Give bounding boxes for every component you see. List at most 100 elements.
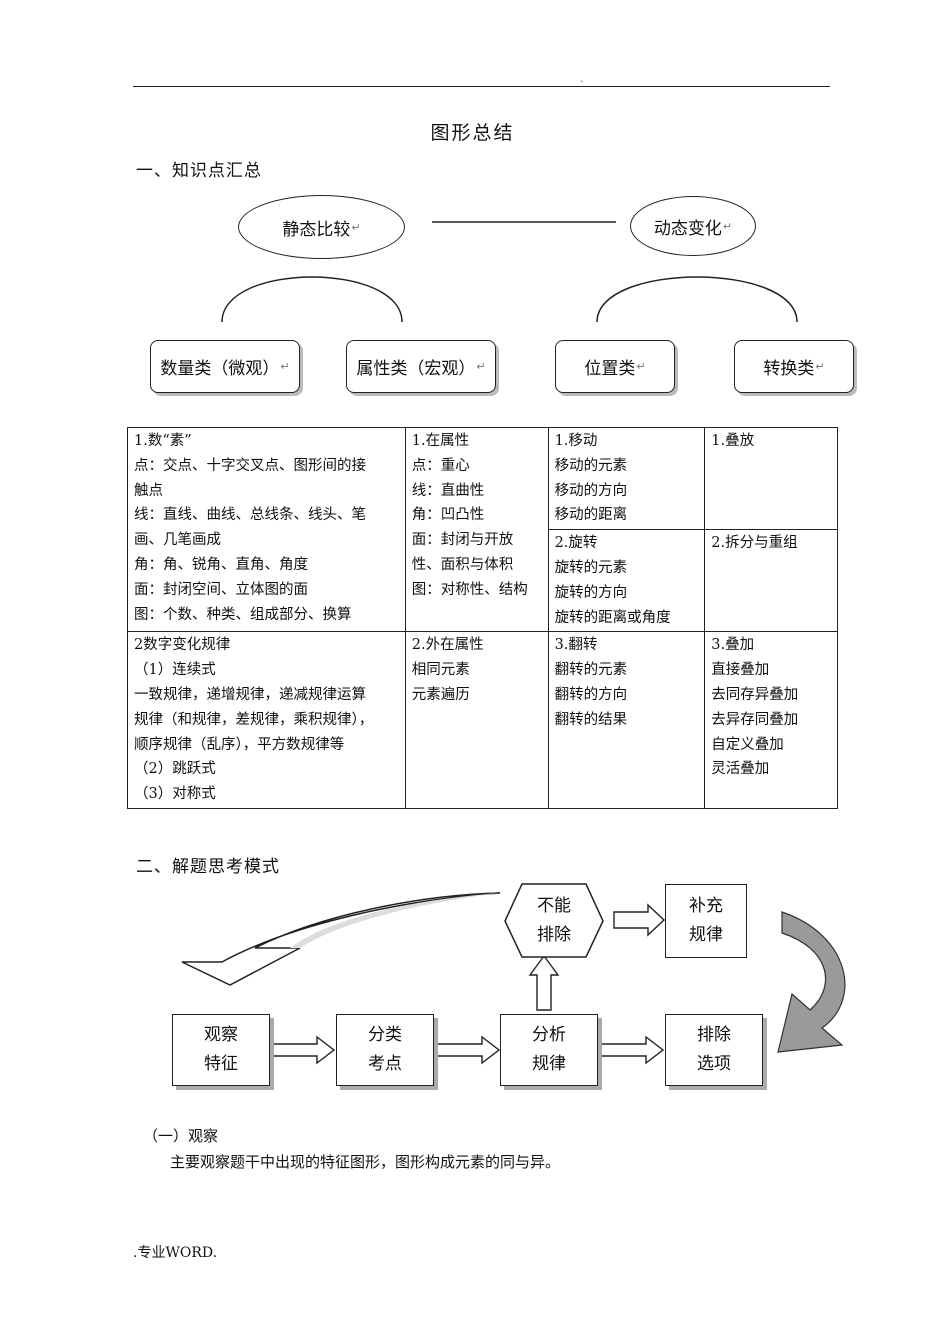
flow-node-line: 排除: [537, 924, 571, 945]
cell-line: 1.叠放: [711, 433, 755, 449]
cell-line: 旋转的距离或角度: [554, 609, 671, 626]
node-convert: 转换类↵: [734, 340, 854, 393]
flow-node-analyze: 分析 规律: [500, 1014, 598, 1086]
flow-node-line: 特征: [204, 1054, 238, 1074]
cell-line: 图：个数、种类、组成部分、换算: [134, 606, 352, 623]
return-mark-icon: ↵: [636, 360, 646, 373]
return-mark-icon: ↵: [476, 360, 486, 373]
cell-line: 触点: [134, 482, 163, 499]
cell-line: 1.数“素”: [134, 433, 192, 449]
cell-line: 翻转的结果: [554, 711, 628, 728]
node-attribute-label: 属性类（宏观）: [356, 359, 476, 379]
tree-connectors: [221, 221, 798, 323]
cell-flip: 3.翻转 翻转的元素 翻转的方向 翻转的结果: [547, 631, 706, 809]
subheading-observe: （一）观察: [143, 1127, 219, 1145]
node-position-label: 位置类: [584, 359, 636, 379]
cell-overlay: 3.叠加 直接叠加 去同存异叠加 去异存同叠加 自定义叠加 灵活叠加: [704, 631, 838, 809]
node-position: 位置类↵: [555, 340, 675, 393]
cell-line: 2.拆分与重组: [711, 535, 798, 552]
cell-line: 线：直线、曲线、总线条、线头、笔: [134, 507, 366, 524]
cell-line: 线：直曲性: [411, 482, 485, 499]
node-attribute: 属性类（宏观）↵: [346, 340, 496, 393]
curved-down-arrow-icon: [777, 911, 846, 1053]
cell-number-rules: 2数字变化规律 （1）连续式 一致规律，递增规律，递减规律运算 规律（和规律，差…: [127, 631, 406, 809]
flow-node-line: 补充: [689, 896, 723, 916]
cell-line: 2.外在属性: [411, 637, 484, 654]
cell-line: 去异存同叠加: [711, 711, 799, 728]
curved-arrow-shade: [290, 893, 500, 948]
right-arrow-icon: [597, 1035, 665, 1065]
flow-node-classify: 分类 考点: [336, 1014, 434, 1086]
flow-node-line: 规律: [689, 925, 723, 945]
node-static-label: 静态比较: [282, 219, 351, 240]
cell-quantity-elements: 1.数“素” 点：交点、十字交叉点、图形间的接 触点 线：直线、曲线、总线条、线…: [127, 426, 406, 633]
cell-line: 面：封闭与开放: [411, 532, 514, 549]
flow-arrows: [181, 883, 846, 1065]
cell-line: 直接叠加: [711, 662, 770, 679]
static-branch-arc: [221, 276, 403, 323]
cell-line: 画、几笔画成: [134, 532, 221, 549]
node-dynamic-change: 动态变化↵: [630, 196, 756, 256]
cell-line: 相同元素: [411, 662, 470, 679]
flow-node-line: 考点: [368, 1054, 402, 1074]
cell-line: 元素遍历: [411, 686, 470, 703]
cell-line: 灵活叠加: [711, 761, 770, 778]
knowledge-table: 1.数“素” 点：交点、十字交叉点、图形间的接 触点 线：直线、曲线、总线条、线…: [127, 426, 838, 809]
cell-line: 旋转的元素: [554, 559, 628, 576]
cell-intrinsic-attributes: 1.在属性 点：重心 线：直曲性 角：凹凸性 面：封闭与开放 性、面积与体积 图…: [404, 426, 549, 633]
dynamic-branch-arc: [596, 276, 798, 323]
node-quantity: 数量类（微观）↵: [150, 340, 300, 393]
return-mark-icon: ↵: [722, 219, 733, 233]
node-convert-label: 转换类: [763, 359, 815, 379]
cell-line: 点：重心: [411, 457, 470, 474]
cell-line: 1.在属性: [411, 433, 470, 449]
flow-node-line: 选项: [697, 1054, 731, 1074]
cell-line: 规律（和规律，差规律，乘积规律），: [134, 711, 374, 728]
flow-node-line: 排除: [697, 1025, 731, 1045]
return-mark-icon: ↵: [815, 360, 825, 373]
cell-stack: 1.叠放: [704, 426, 838, 531]
cell-line: 2数字变化规律: [134, 637, 231, 654]
cell-line: （1）连续式: [134, 662, 216, 679]
right-arrow-icon: [613, 903, 666, 937]
header-rule: [133, 86, 830, 87]
cell-split-recombine: 2.拆分与重组: [704, 529, 838, 633]
cell-rotate: 2.旋转 旋转的元素 旋转的方向 旋转的距离或角度: [547, 529, 706, 633]
cell-line: （2）跳跃式: [134, 761, 216, 778]
cell-line: 去同存异叠加: [711, 686, 799, 703]
cell-line: 面：封闭空间、立体图的面: [134, 581, 308, 598]
node-static-compare: 静态比较↵: [238, 195, 405, 259]
cell-line: 移动的方向: [554, 482, 628, 499]
cell-line: 3.翻转: [554, 637, 598, 654]
flow-node-observe: 观察 特征: [172, 1014, 270, 1086]
cell-line: 翻转的方向: [554, 686, 628, 703]
cell-line: 3.叠加: [711, 637, 755, 654]
cell-line: 角：凹凸性: [411, 507, 485, 524]
flow-node-line: 分析: [532, 1025, 566, 1045]
curved-return-arrow-icon: [181, 892, 501, 986]
flow-node-line: 规律: [532, 1054, 566, 1074]
cell-line: 移动的距离: [554, 507, 628, 524]
cell-line: 旋转的方向: [554, 584, 628, 601]
cell-line: 点：交点、十字交叉点、图形间的接: [134, 457, 366, 474]
node-dynamic-label: 动态变化: [653, 218, 722, 239]
cell-line: （3）对称式: [134, 786, 216, 803]
header-dot: .: [580, 74, 584, 85]
flow-node-supplement-rule: 补充 规律: [665, 884, 747, 958]
paragraph-observe: 主要观察题干中出现的特征图形，图形构成元素的同与异。: [170, 1153, 561, 1171]
flow-node-line: 不能: [537, 895, 571, 916]
right-arrow-icon: [433, 1035, 501, 1065]
section-heading-thinking-model: 二、解题思考模式: [136, 857, 280, 877]
section-heading-knowledge: 一、知识点汇总: [136, 161, 262, 181]
up-arrow-icon: [528, 954, 560, 1011]
right-arrow-icon: [269, 1035, 336, 1065]
hexagon-shape: [504, 883, 604, 958]
cell-line: 一致规律，递增规律，递减规律运算: [134, 686, 366, 703]
cell-line: 顺序规律（乱序），平方数规律等: [134, 736, 345, 753]
cell-line: 角：角、锐角、直角、角度: [134, 556, 308, 573]
cell-line: 1.移动: [554, 433, 598, 449]
flow-node-line: 分类: [368, 1025, 402, 1045]
cell-move: 1.移动 移动的元素 移动的方向 移动的距离: [547, 426, 706, 531]
cell-line: 2.旋转: [554, 535, 598, 552]
cell-line: 移动的元素: [554, 457, 628, 474]
